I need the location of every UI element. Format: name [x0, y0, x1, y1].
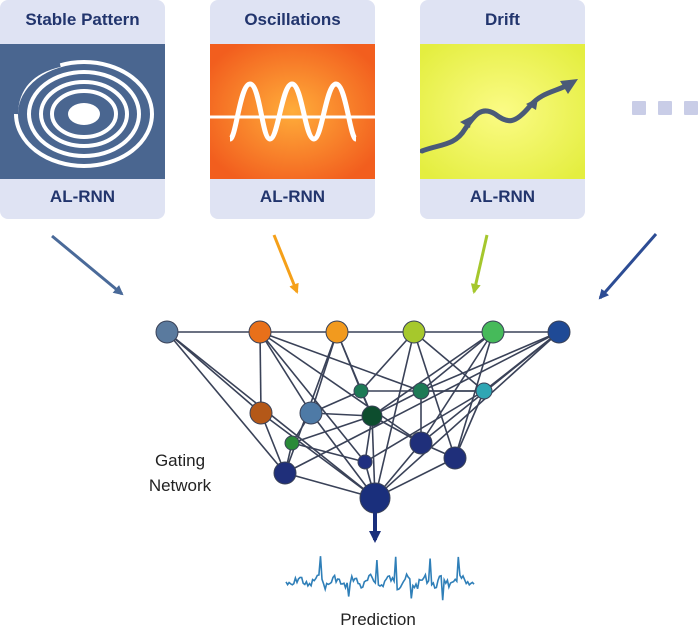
network-edge [259, 331, 422, 444]
network-node-c3 [443, 446, 467, 470]
arrow-more-to-network [598, 233, 658, 300]
card-model-label: AL-RNN [259, 187, 326, 206]
arrow-stable-to-network [51, 234, 124, 296]
network-edge [374, 331, 415, 499]
drift-arrow-icon [420, 44, 585, 179]
network-node-i2 [248, 320, 272, 344]
arrow-drift-to-network [470, 234, 489, 294]
network-node-b1 [249, 401, 273, 425]
prediction-label: Prediction [340, 610, 416, 629]
network-edge [420, 331, 560, 392]
network-node-b3 [361, 405, 383, 427]
network-node-i3 [325, 320, 349, 344]
network-edge [413, 331, 456, 459]
network-edge [259, 331, 312, 414]
card-title: Oscillations [244, 10, 341, 29]
network-node-i5 [481, 320, 505, 344]
network-edge [260, 412, 376, 499]
network-edge [284, 331, 560, 474]
arrow-oscillations-to-network [272, 234, 299, 294]
network-edge [454, 390, 485, 459]
network-edge [364, 390, 485, 463]
network-nodes [155, 320, 571, 514]
expert-card-drift: Drift AL-RNN [420, 0, 585, 219]
network-edge [454, 331, 494, 459]
card-title: Drift [485, 10, 520, 29]
card-model-label: AL-RNN [469, 187, 536, 206]
network-edge [259, 331, 422, 392]
expert-card-stable-pattern: Stable Pattern AL-RNN [0, 0, 165, 219]
network-node-d2 [357, 454, 373, 470]
network-node-out [359, 482, 391, 514]
network-node-a1 [353, 383, 369, 399]
network-edge [259, 331, 262, 414]
network-edge [371, 331, 494, 417]
network-edge [374, 331, 560, 499]
network-edge [420, 331, 494, 392]
network-edge [360, 331, 415, 392]
prediction-signal [285, 556, 475, 601]
gating-label-line1: Gating [154, 451, 206, 470]
spiral-icon [0, 44, 165, 179]
network-node-c1 [284, 435, 300, 451]
gating-label-line2: Network [148, 476, 212, 495]
network-edge [166, 331, 286, 474]
network-node-i1 [155, 320, 179, 344]
network-node-i6 [547, 320, 571, 344]
network-node-a2 [412, 382, 430, 400]
network-edge [420, 331, 494, 444]
network-node-b2 [299, 401, 323, 425]
ellipsis-dots-icon [632, 101, 700, 117]
network-edge [413, 331, 485, 392]
network-node-i4 [402, 320, 426, 344]
network-edge [166, 331, 262, 414]
network-node-c2 [409, 431, 433, 455]
card-model-label: AL-RNN [49, 187, 116, 206]
network-node-d1 [273, 461, 297, 485]
network-edge [291, 442, 366, 463]
gating-network-label: Gating Network [134, 448, 226, 498]
network-edge [284, 472, 376, 499]
network-node-a3 [475, 382, 493, 400]
card-title: Stable Pattern [25, 10, 140, 29]
network-edge [291, 415, 373, 444]
expert-card-oscillations: Oscillations AL-RNN [210, 0, 375, 219]
sine-wave-icon [210, 44, 375, 179]
